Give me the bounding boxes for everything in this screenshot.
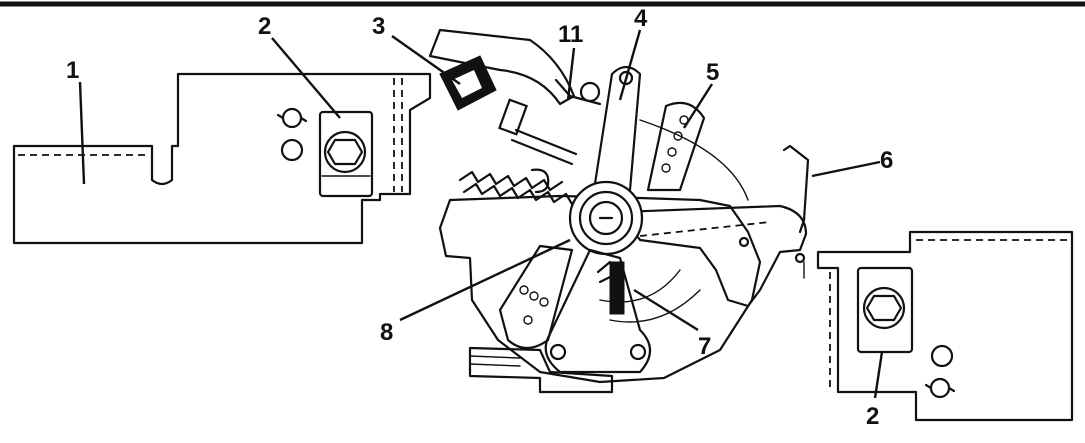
pivot-hub — [568, 180, 644, 256]
upper-cam-plate — [646, 101, 706, 192]
callout-4: 4 — [634, 5, 648, 32]
callout-leaders — [78, 29, 884, 399]
bottom-bracket — [468, 346, 614, 394]
callout-labels: 1 2 3 11 4 5 6 8 7 2 — [66, 5, 893, 430]
pawl — [596, 260, 625, 315]
left-bolt-clamp — [318, 110, 374, 198]
callout-7: 7 — [698, 333, 711, 360]
actuator-arm — [618, 204, 808, 308]
callout-2-left: 2 — [258, 13, 271, 40]
right-bolt-clamp — [856, 266, 914, 354]
lower-lever — [544, 248, 652, 374]
right-bracket — [816, 230, 1074, 422]
lower-cam-plate — [498, 244, 574, 350]
tension-spring — [782, 144, 810, 234]
upper-lever — [592, 65, 642, 192]
wire-link — [530, 168, 550, 194]
detent-block — [439, 55, 497, 111]
callout-6: 6 — [880, 147, 893, 174]
upper-left-arm — [428, 28, 602, 106]
callout-5: 5 — [706, 59, 719, 86]
callout-1: 1 — [66, 57, 79, 84]
callout-3: 3 — [372, 13, 385, 40]
coil-spring — [458, 98, 586, 206]
callout-11: 11 — [558, 21, 583, 48]
callout-2-right: 2 — [866, 403, 879, 430]
callout-8: 8 — [380, 319, 393, 346]
